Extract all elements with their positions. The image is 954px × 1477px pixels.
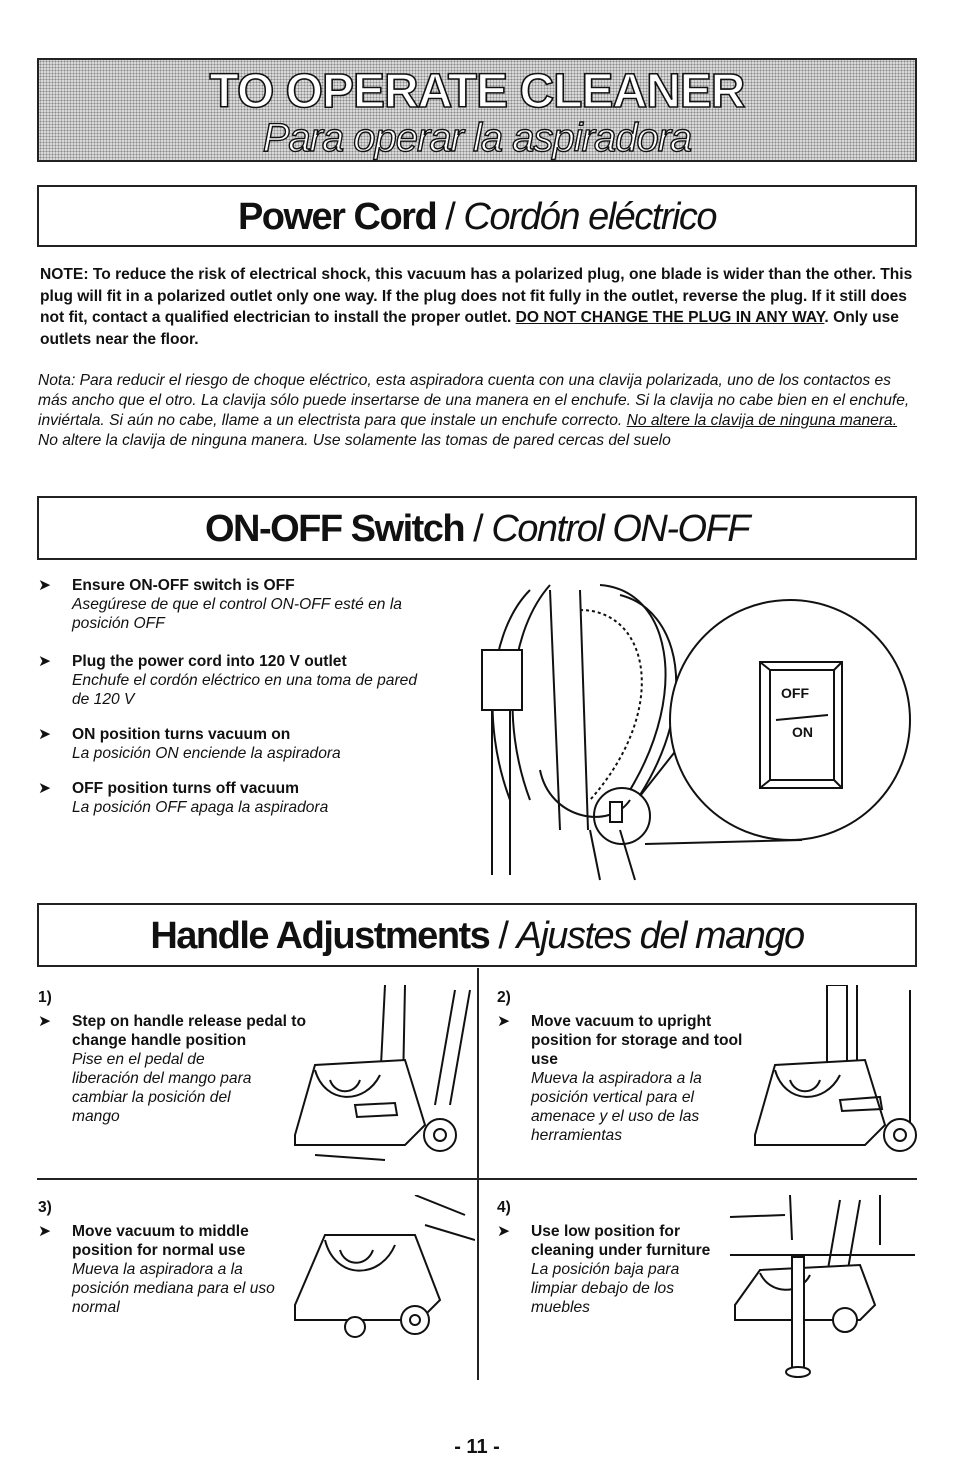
middle-position-illustration: [294, 1195, 475, 1338]
power-cord-note-en: NOTE: To reduce the risk of electrical s…: [40, 266, 913, 348]
switch-off-label: OFF: [781, 685, 809, 701]
on-off-step: ➤ Ensure ON-OFF switch is OFF Asegúrese …: [38, 577, 402, 632]
on-off-step: ➤ ON position turns vacuum on La posició…: [38, 726, 341, 762]
handle-title: Handle Adjustments / Ajustes del mango: [150, 915, 805, 957]
on-off-switch-illustration: OFF ON: [481, 584, 911, 881]
handle-release-pedal-illustration: [294, 985, 471, 1161]
banner-title: TO OPERATE CLEANER: [209, 64, 747, 119]
power-cord-note-es: Nota: Para reducir el riesgo de choque e…: [38, 372, 910, 449]
power-cord-header: Power Cord / Cordón eléctrico: [37, 185, 917, 247]
horizontal-divider: [37, 1178, 917, 1180]
handle-header: Handle Adjustments / Ajustes del mango: [37, 903, 917, 967]
power-cord-title: Power Cord / Cordón eléctrico: [237, 196, 718, 238]
on-off-title: ON-OFF Switch / Control ON-OFF: [204, 508, 751, 550]
banner-subtitle: Para operar la aspiradora: [262, 115, 693, 160]
handle-step-4: 4) ➤ Use low position for cleaning under…: [497, 1199, 711, 1316]
handle-step-1: 1) ➤ Step on handle release pedal to cha…: [38, 989, 306, 1125]
vertical-divider: [477, 968, 479, 1380]
on-off-header: ON-OFF Switch / Control ON-OFF: [37, 496, 917, 560]
on-off-step: ➤ OFF position turns off vacuum La posic…: [38, 780, 329, 816]
low-position-illustration: [730, 1195, 915, 1378]
page-number: - 11 -: [454, 1436, 500, 1458]
on-off-step: ➤ Plug the power cord into 120 V outlet …: [38, 653, 418, 708]
upright-position-illustration: [754, 985, 917, 1152]
handle-step-2: 2) ➤ Move vacuum to upright position for…: [497, 989, 743, 1144]
handle-step-3: 3) ➤ Move vacuum to middle position for …: [38, 1199, 275, 1316]
switch-on-label: ON: [792, 724, 813, 740]
header-banner: TO OPERATE CLEANER Para operar la aspira…: [37, 58, 917, 162]
